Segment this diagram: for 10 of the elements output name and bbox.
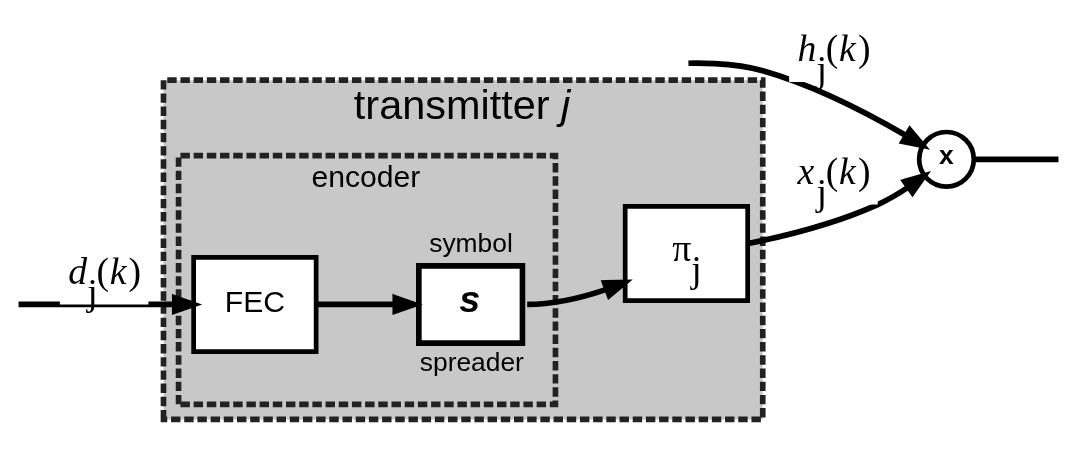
arrow <box>316 293 423 315</box>
arrow <box>527 279 633 308</box>
arrow <box>18 293 203 315</box>
arrow <box>747 171 931 247</box>
connector <box>973 156 1059 163</box>
node-label: spreader <box>419 346 524 377</box>
node-label: symbol <box>429 228 513 259</box>
node-circle: x <box>916 129 977 189</box>
node-box: FEC <box>191 254 319 354</box>
arrow <box>688 60 930 150</box>
